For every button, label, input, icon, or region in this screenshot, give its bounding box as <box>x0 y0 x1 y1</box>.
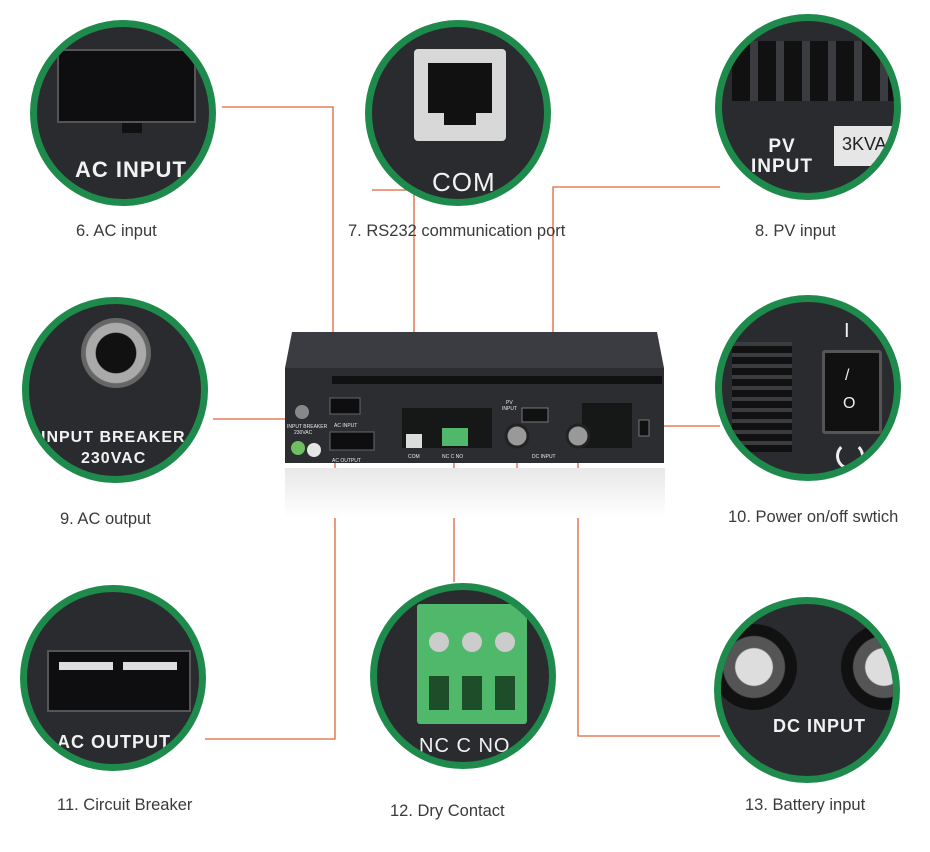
ac-output-socket <box>47 650 191 712</box>
unit-dry-contact <box>442 428 468 446</box>
caption-circuit-breaker: 11. Circuit Breaker <box>57 796 193 814</box>
ac-input-socket <box>57 49 196 123</box>
switch-on-mark: I <box>844 320 851 342</box>
callout-power-switch: I / O <box>715 295 901 481</box>
caption-dry-contact: 12. Dry Contact <box>390 802 505 820</box>
svg-text:NC C NO: NC C NO <box>442 454 463 460</box>
dry-contact-label: NC C NO <box>419 735 511 757</box>
unit-reflection <box>285 468 665 518</box>
rocker-switch: / O <box>822 350 882 434</box>
rating-plate: 3KVA 2 <box>834 126 894 166</box>
caption-ac-output: 9. AC output <box>60 510 151 528</box>
unit-ac-output-socket <box>329 431 375 451</box>
callout-pv-input: PV INPUT 3KVA 2 <box>715 14 901 200</box>
dc-input-label: DC INPUT <box>773 716 866 736</box>
svg-text:DC INPUT: DC INPUT <box>532 454 556 460</box>
breaker-button <box>81 318 151 388</box>
vent-grille <box>732 342 792 452</box>
caption-ac-input: 6. AC input <box>76 222 157 240</box>
dc-terminal-left <box>721 624 797 710</box>
svg-text:230VAC: 230VAC <box>294 430 313 436</box>
unit-power-switch <box>638 419 650 437</box>
inverter-unit: AC INPUT AC OUTPUT COM NC C NO PV INPUT … <box>282 328 667 468</box>
ac-output-label: AC OUTPUT <box>57 732 171 752</box>
inverter-drawing: AC INPUT AC OUTPUT COM NC C NO PV INPUT … <box>285 332 664 464</box>
callout-dry-contact: NC C NO <box>370 583 556 769</box>
callout-dc-input: DC INPUT <box>714 597 900 783</box>
dc-terminal-right <box>841 624 893 710</box>
unit-ac-input-socket <box>329 397 361 415</box>
breaker-voltage: 230VAC <box>81 450 147 467</box>
unit-breaker <box>295 405 309 419</box>
callout-ac-output: INPUT BREAKER 230VAC <box>22 297 208 483</box>
unit-dc-terminal-1 <box>504 423 530 449</box>
unit-ground-sticker <box>291 441 305 455</box>
unit-com-port <box>406 434 422 448</box>
unit-dc-terminal-2 <box>565 423 591 449</box>
socket-tab <box>122 123 142 133</box>
ac-input-label: AC INPUT <box>75 157 187 182</box>
callout-circuit-breaker: AC OUTPUT <box>20 585 206 771</box>
terminal-block <box>417 604 527 724</box>
svg-text:PV: PV <box>506 400 513 406</box>
svg-text:INPUT BREAKER: INPUT BREAKER <box>287 424 328 430</box>
leader-pv <box>552 186 720 402</box>
svg-text:COM: COM <box>408 454 420 460</box>
svg-text:AC INPUT: AC INPUT <box>334 423 357 429</box>
rj45-port <box>414 49 506 141</box>
caption-dc-input: 13. Battery input <box>745 796 866 814</box>
svg-text:AC OUTPUT: AC OUTPUT <box>332 458 361 464</box>
caption-com: 7. RS232 communication port <box>348 222 566 240</box>
vent-slots <box>732 41 894 101</box>
caption-pv-input: 8. PV input <box>755 222 836 240</box>
leader-dc-input <box>577 440 720 737</box>
callout-ac-input: AC INPUT <box>30 20 216 206</box>
unit-pv-connector <box>521 407 549 423</box>
leader-ac-input <box>222 106 334 400</box>
leader-ac-output <box>205 445 336 740</box>
pv-label: PV INPUT <box>751 136 813 177</box>
callout-com: COM <box>365 20 551 206</box>
breaker-label: INPUT BREAKER <box>41 429 186 446</box>
com-label: COM <box>432 167 496 197</box>
svg-text:INPUT: INPUT <box>502 406 517 412</box>
power-icon <box>836 442 864 470</box>
caption-power-switch: 10. Power on/off swtich <box>728 508 899 526</box>
